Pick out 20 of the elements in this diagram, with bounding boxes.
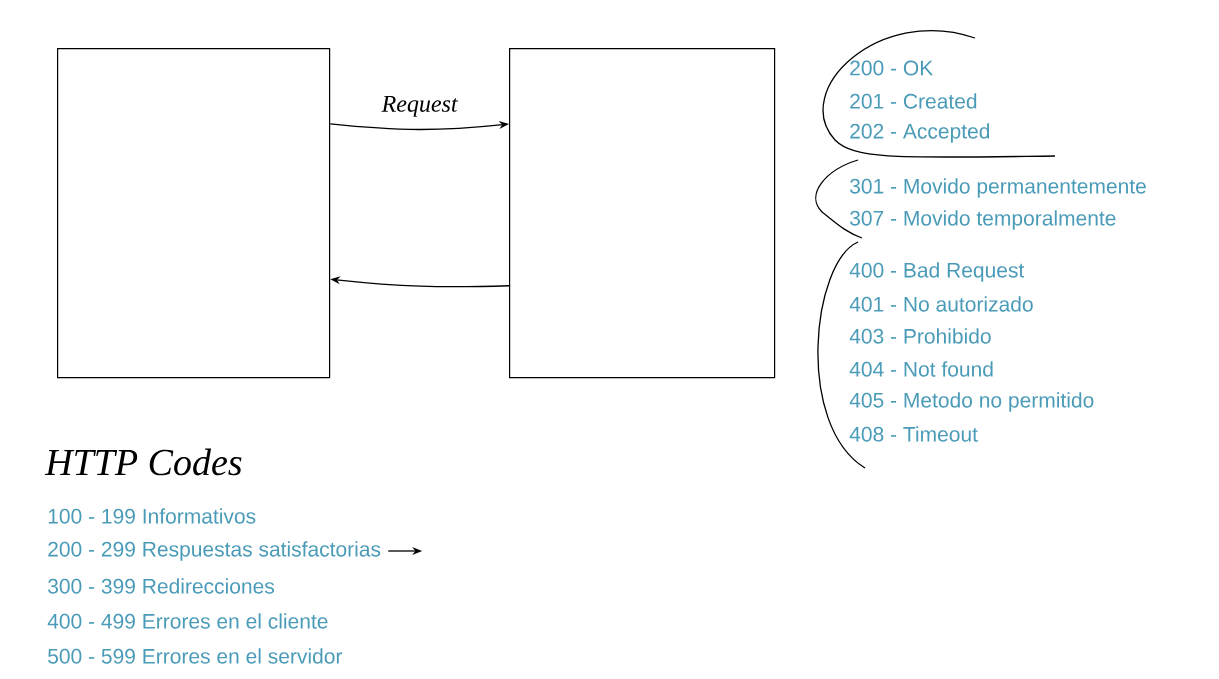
- empty-box: [57, 48, 331, 379]
- status-code-text: 500 - 599 Errores en el servidor: [48, 648, 343, 664]
- status-code-text: 405 - Metodo no permitido: [849, 392, 1094, 412]
- status-code-text: 301 - Movido permanentemente: [850, 178, 1146, 198]
- title: HTTP Codes: [44, 448, 242, 476]
- status-code-text: 403 - Prohibido: [849, 328, 991, 344]
- empty-box: [509, 48, 776, 379]
- status-code-text: 400 - Bad Request: [849, 262, 1025, 282]
- code-range-text: 200 - 299 Respuestas satisfactorias: [48, 541, 381, 561]
- status-code-text: 202 - Accepted: [850, 123, 990, 143]
- status-code-text: 307 - Movido temporalmente: [850, 210, 1116, 230]
- status-code-text: 200 - OK: [850, 60, 933, 76]
- status-code-text: 201 - Created: [850, 93, 977, 109]
- edge-label: Request: [380, 94, 459, 118]
- status-code-text: 408 - Timeout: [849, 426, 978, 442]
- status-code-text: 401 - No autorizado: [849, 296, 1033, 312]
- status-code-text: 100 - 199 Informativos: [48, 508, 256, 524]
- status-code-text: 300 - 399 Redirecciones: [48, 578, 274, 594]
- status-code-text: 404 - Not found: [849, 361, 993, 377]
- status-code-text: 400 - 499 Errores en el cliente: [47, 613, 328, 629]
